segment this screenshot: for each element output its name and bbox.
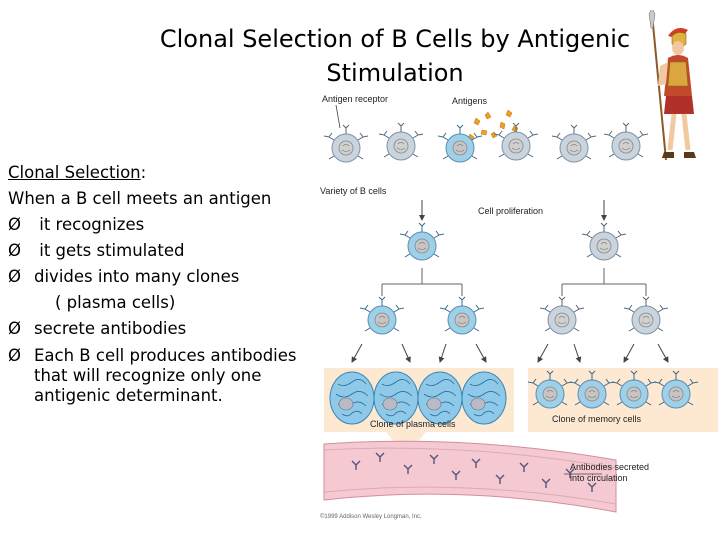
branch-lines	[381, 268, 647, 296]
b-cell	[378, 122, 424, 161]
label-secreted-2: into circulation	[570, 473, 628, 483]
bullet-heading: Clonal Selection:	[8, 160, 318, 186]
clone-cell	[439, 296, 485, 335]
label-memory: Clone of memory cells	[552, 414, 642, 424]
title-line-2: Stimulation	[326, 59, 464, 87]
bullet-list: Clonal Selection: When a B cell meets an…	[8, 160, 318, 406]
clone-cell	[359, 296, 405, 335]
heading-text: Clonal Selection	[8, 163, 141, 182]
arrow-bullet-icon: Ø	[8, 319, 21, 338]
heading-colon: :	[140, 163, 147, 182]
slide-title: Clonal Selection of B Cells by Antigenic…	[120, 22, 670, 90]
b-cell	[493, 122, 539, 161]
clonal-selection-diagram: Antigen receptor Antigens Variety of B c…	[320, 94, 718, 520]
b-cell	[323, 124, 369, 163]
bullet-continuation: that will recognize only one	[34, 366, 262, 385]
clonal-selection-figure: Antigen receptor Antigens Variety of B c…	[316, 88, 720, 528]
b-cell-selected	[437, 124, 483, 163]
arrow-bullet-icon: Ø	[8, 267, 21, 286]
b-cell	[551, 124, 597, 163]
activated-b-cell	[581, 222, 627, 261]
plasma-cell	[461, 371, 507, 425]
down-arrows	[351, 343, 669, 363]
bullet-item: Ø it gets stimulated	[8, 238, 318, 264]
arrow-bullet-icon: Ø	[8, 215, 21, 234]
label-proliferation: Cell proliferation	[478, 206, 543, 216]
bullet-item: Ø it recognizes	[8, 212, 318, 238]
roman-soldier-icon	[648, 10, 696, 161]
bullet-continuation: ( plasma cells)	[54, 293, 176, 312]
bullet-intro: When a B cell meets an antigen	[8, 189, 272, 208]
plasma-cell	[329, 371, 375, 425]
bullet-continuation: antigenic determinant.	[34, 386, 223, 405]
label-plasma: Clone of plasma cells	[370, 419, 456, 429]
plasma-cell	[373, 371, 419, 425]
label-variety: Variety of B cells	[320, 186, 387, 196]
clone-cell	[623, 296, 669, 335]
blood-vessel	[323, 440, 617, 513]
label-antigens: Antigens	[452, 96, 488, 106]
label-antigen-receptor: Antigen receptor	[322, 94, 388, 104]
label-secreted-1: Antibodies secreted	[570, 462, 649, 472]
arrow-bullet-icon: Ø	[8, 346, 21, 365]
b-cell-variety-row	[323, 122, 649, 163]
arrow-bullet-icon: Ø	[8, 241, 21, 260]
activated-b-cell	[399, 222, 445, 261]
plasma-cell	[417, 371, 463, 425]
antigen-cluster	[467, 109, 519, 141]
clone-cell	[539, 296, 585, 335]
copyright-text: ©1999 Addison Wesley Longman, Inc.	[320, 513, 422, 520]
pointer-line	[335, 104, 341, 129]
title-line-1: Clonal Selection of B Cells by Antigenic	[159, 25, 631, 53]
